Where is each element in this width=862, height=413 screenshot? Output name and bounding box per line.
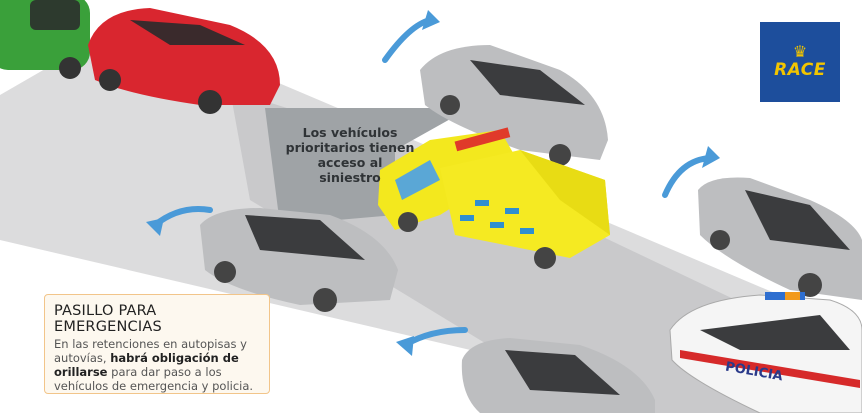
arrowhead-icon xyxy=(146,218,164,236)
crown-icon: ♛ xyxy=(792,42,808,61)
green-car xyxy=(0,0,90,79)
info-box: PASILLO PARA EMERGENCIAS En las retencio… xyxy=(44,294,270,394)
callout-arrow xyxy=(265,108,470,225)
info-text-part: para dar paso a los vehículos de emergen… xyxy=(54,365,254,393)
arrowhead-icon xyxy=(396,336,414,356)
info-text-bold: habrá obligación de orillarse xyxy=(54,351,239,379)
gray-car-right xyxy=(698,177,862,300)
gray-car-bottom xyxy=(461,338,655,413)
callout-line: acceso al siniestro xyxy=(317,155,383,185)
gray-car-left xyxy=(200,208,398,312)
info-text: En las retenciones en autopisas y autoví… xyxy=(54,337,260,393)
callout-text: Los vehículos prioritarios tienen acceso… xyxy=(285,125,415,185)
arrowhead-icon xyxy=(422,10,440,30)
callout-line: prioritarios tienen xyxy=(285,140,415,155)
red-car xyxy=(88,8,280,114)
logo-text: RACE xyxy=(774,60,826,80)
race-logo: ♛ RACE xyxy=(760,22,840,102)
ambulance xyxy=(378,127,610,269)
gray-car-top xyxy=(420,45,608,166)
info-title: PASILLO PARA EMERGENCIAS xyxy=(54,303,162,335)
police-car: POLICIA xyxy=(669,292,862,413)
callout-line: Los vehículos xyxy=(302,125,398,140)
info-text-part: En las retenciones en autopisas y autoví… xyxy=(54,337,247,365)
arrowhead-icon xyxy=(702,146,720,168)
